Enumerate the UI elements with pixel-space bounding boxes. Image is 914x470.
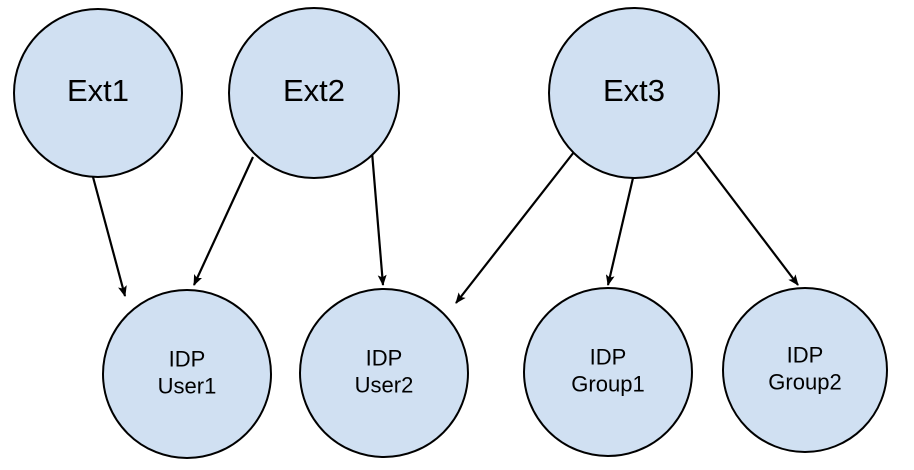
edge-ext1-to-user1 [91, 176, 127, 297]
node-shape-ext2[interactable] [228, 7, 400, 179]
node-ext1[interactable]: Ext1 [13, 8, 183, 178]
node-shape-user1[interactable] [102, 289, 272, 459]
edge-ext3-to-user2 [455, 151, 575, 304]
edge-ext3-to-group1 [605, 177, 635, 286]
node-shape-ext3[interactable] [548, 7, 720, 179]
edge-ext2-to-user1 [193, 156, 254, 286]
edge-ext3-to-group2 [696, 151, 799, 286]
node-shape-group1[interactable] [523, 287, 693, 457]
node-ext3[interactable]: Ext3 [548, 7, 720, 179]
node-ext2[interactable]: Ext2 [228, 7, 400, 179]
edge-ext2-to-user2 [370, 151, 387, 286]
edges-layer [91, 151, 799, 304]
node-shape-ext1[interactable] [13, 8, 183, 178]
node-shape-user2[interactable] [299, 288, 469, 458]
node-shape-group2[interactable] [722, 287, 888, 453]
